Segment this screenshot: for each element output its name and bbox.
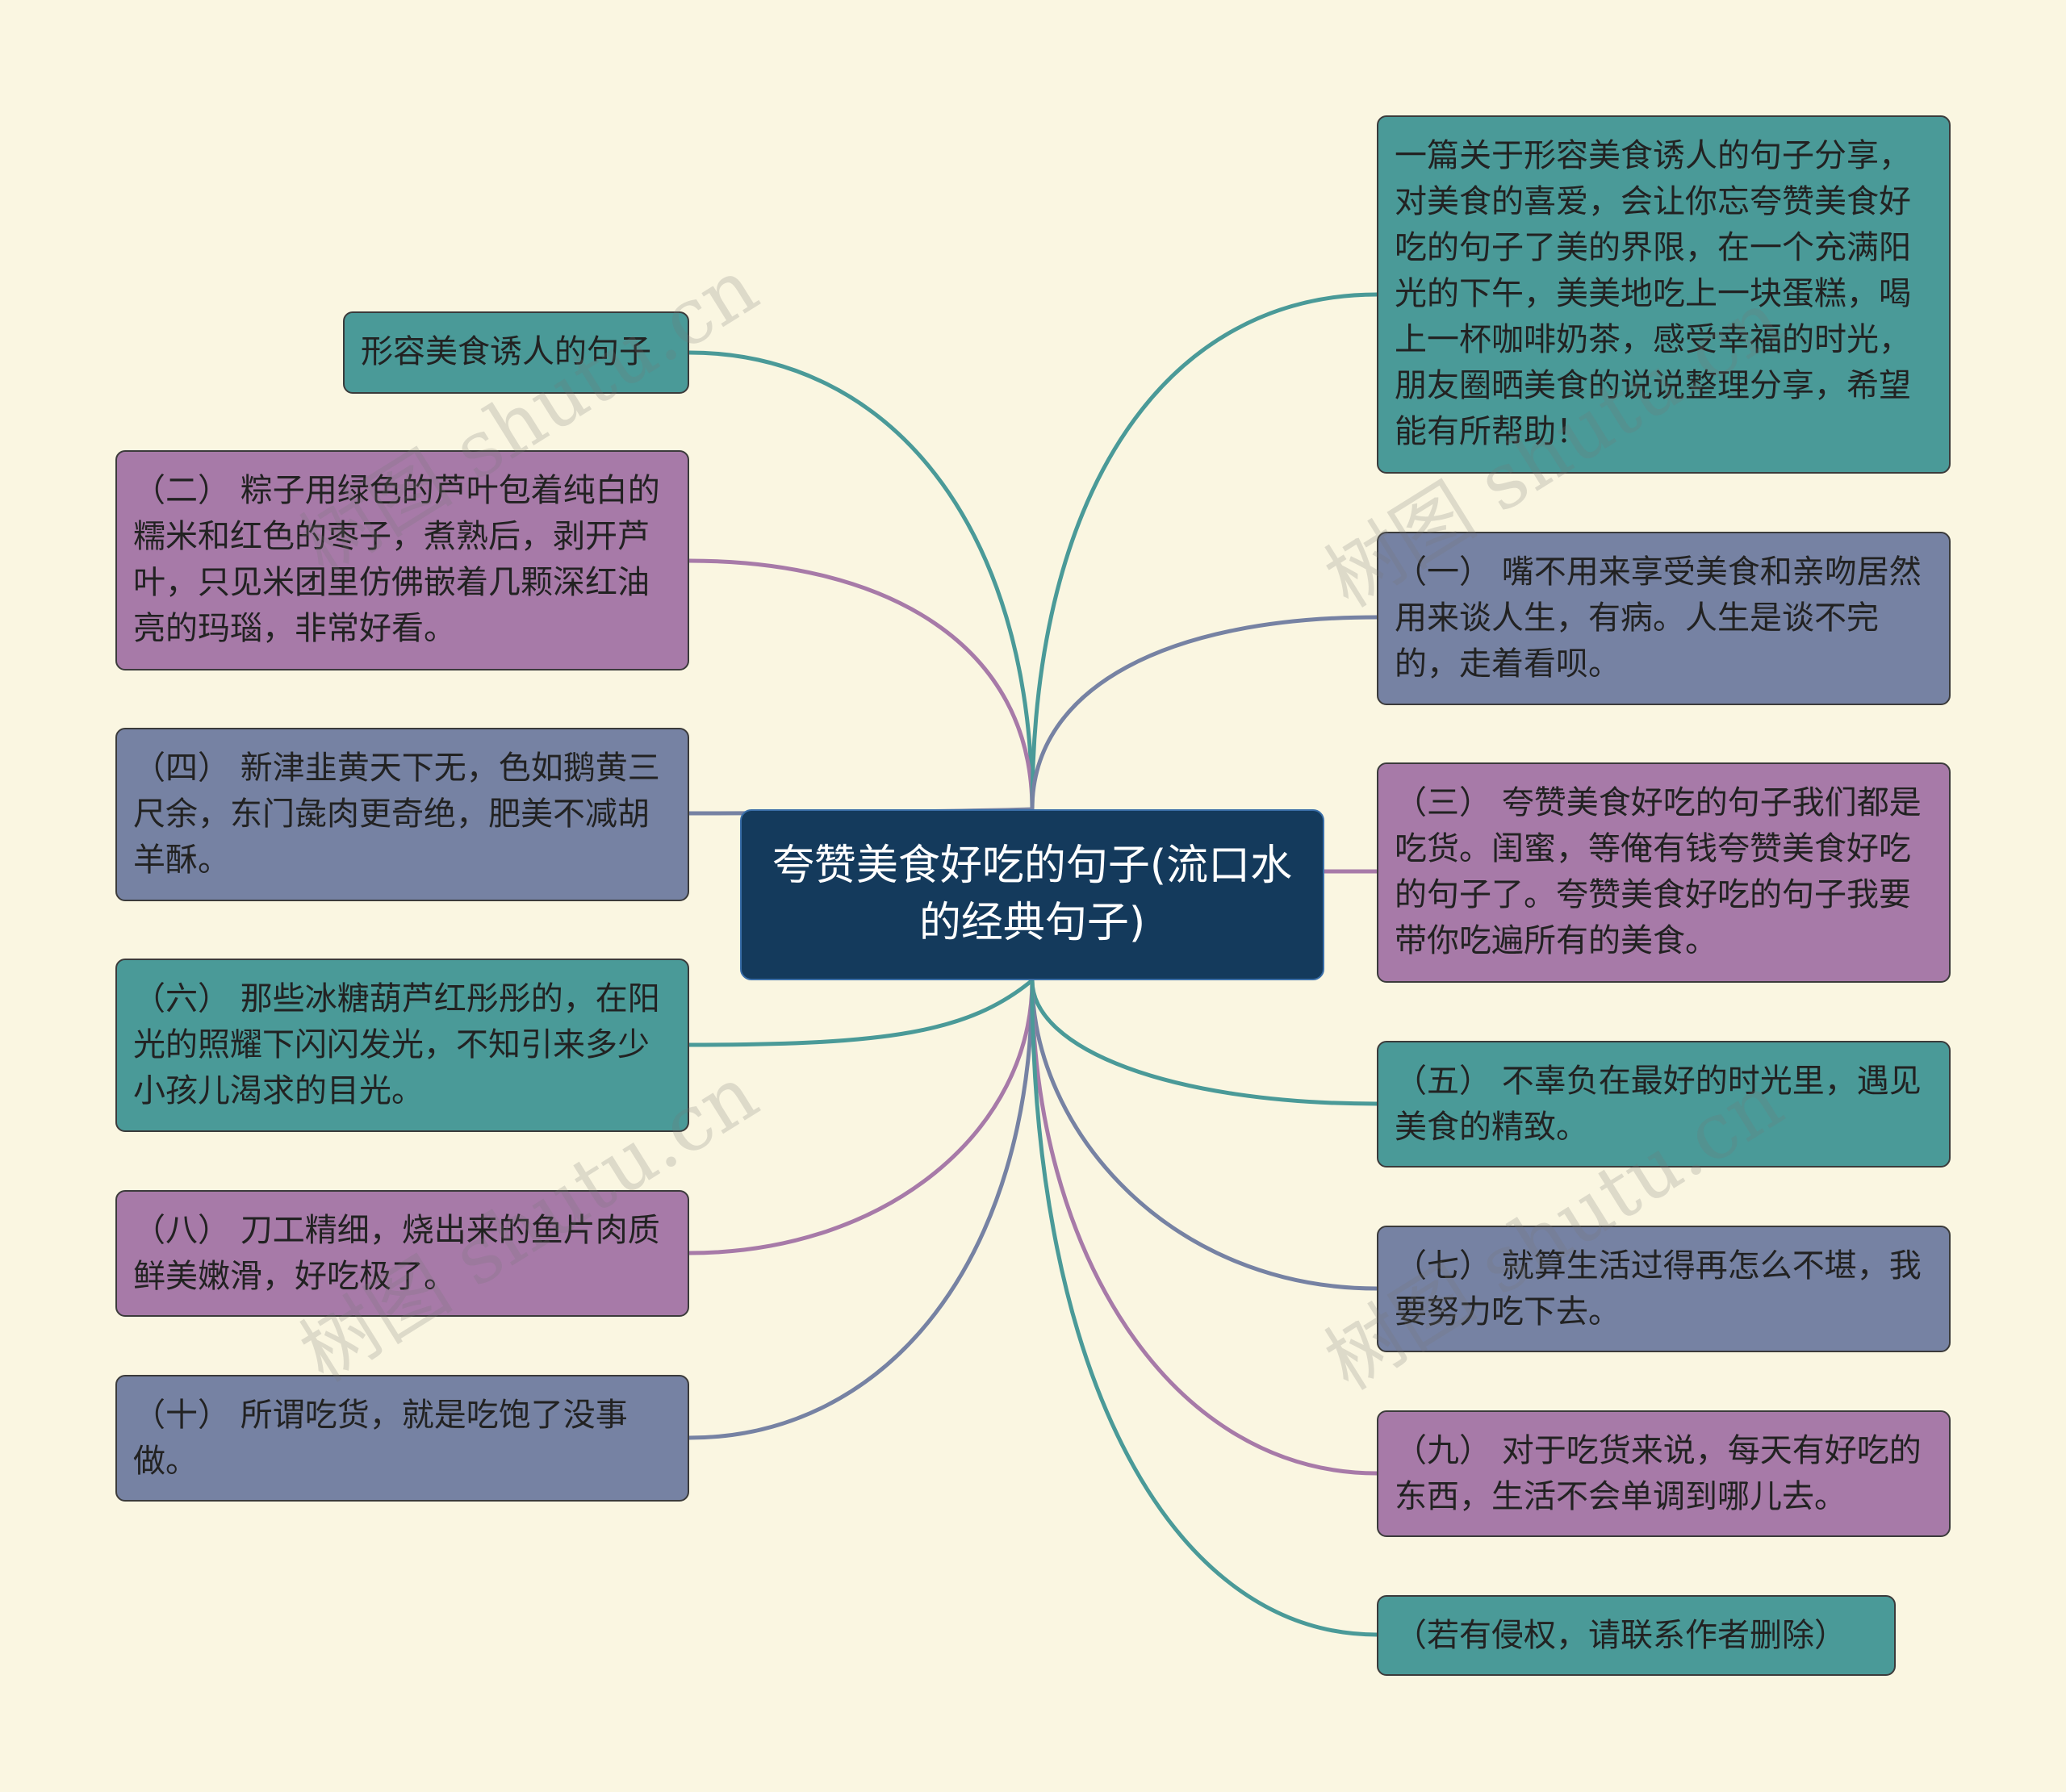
- right-node-5[interactable]: （九） 对于吃货来说，每天有好吃的东西，生活不会单调到哪儿去。: [1377, 1410, 1951, 1537]
- right-node-5-text: （九） 对于吃货来说，每天有好吃的东西，生活不会单调到哪儿去。: [1395, 1432, 1922, 1515]
- right-node-0[interactable]: 一篇关于形容美食诱人的句子分享，对美食的喜爱，会让你忘夸赞美食好吃的句子了美的界…: [1377, 115, 1951, 474]
- right-node-6[interactable]: （若有侵权，请联系作者删除）: [1377, 1595, 1896, 1676]
- left-node-0[interactable]: 形容美食诱人的句子: [343, 311, 689, 394]
- right-node-1[interactable]: （一） 嘴不用来享受美食和亲吻居然用来谈人生，有病。人生是谈不完的，走着看呗。: [1377, 532, 1951, 705]
- link-right-5: [1030, 978, 1379, 1476]
- link-right-4: [1030, 978, 1379, 1291]
- link-left-3: [687, 978, 1035, 1047]
- left-node-1-text: （二） 粽子用绿色的芦叶包着纯白的糯米和红色的枣子，煮熟后，剥开芦叶，只见米团里…: [133, 472, 660, 647]
- left-node-2-text: （四） 新津韭黄天下无，色如鹅黄三尺余，东门彘肉更奇绝，肥美不减胡羊酥。: [133, 750, 660, 879]
- right-node-0-text: 一篇关于形容美食诱人的句子分享，对美食的喜爱，会让你忘夸赞美食好吃的句子了美的界…: [1395, 137, 1911, 450]
- right-node-4[interactable]: （七） 就算生活过得再怎么不堪，我要努力吃下去。: [1377, 1226, 1951, 1352]
- right-node-6-text: （若有侵权，请联系作者删除）: [1395, 1617, 1846, 1654]
- right-node-1-text: （一） 嘴不用来享受美食和亲吻居然用来谈人生，有病。人生是谈不完的，走着看呗。: [1395, 553, 1922, 683]
- right-node-3-text: （五） 不辜负在最好的时光里，遇见美食的精致。: [1395, 1063, 1922, 1146]
- link-left-5: [687, 978, 1035, 1440]
- central-topic-title: 夸赞美食好吃的句子(流口水的经典句子): [772, 842, 1293, 947]
- left-node-2[interactable]: （四） 新津韭黄天下无，色如鹅黄三尺余，东门彘肉更奇绝，肥美不减胡羊酥。: [115, 728, 689, 901]
- left-node-3-text: （六） 那些冰糖葫芦红彤彤的，在阳光的照耀下闪闪发光，不知引来多少小孩儿渴求的目…: [133, 980, 660, 1109]
- left-node-5[interactable]: （十） 所谓吃货，就是吃饱了没事做。: [115, 1375, 689, 1502]
- right-node-4-text: （七） 就算生活过得再怎么不堪，我要努力吃下去。: [1395, 1247, 1922, 1330]
- link-right-0: [1030, 292, 1379, 812]
- left-node-5-text: （十） 所谓吃货，就是吃饱了没事做。: [133, 1397, 628, 1480]
- right-node-2[interactable]: （三） 夸赞美食好吃的句子我们都是吃货。闺蜜，等俺有钱夸赞美食好吃的句子了。夸赞…: [1377, 762, 1951, 983]
- left-node-4-text: （八） 刀工精细，烧出来的鱼片肉质鲜美嫩滑，好吃极了。: [133, 1212, 660, 1295]
- link-right-1: [1030, 615, 1379, 812]
- right-node-2-text: （三） 夸赞美食好吃的句子我们都是吃货。闺蜜，等俺有钱夸赞美食好吃的句子了。夸赞…: [1395, 784, 1922, 959]
- link-left-0: [687, 350, 1035, 812]
- left-node-1[interactable]: （二） 粽子用绿色的芦叶包着纯白的糯米和红色的枣子，煮熟后，剥开芦叶，只见米团里…: [115, 450, 689, 670]
- left-node-3[interactable]: （六） 那些冰糖葫芦红彤彤的，在阳光的照耀下闪闪发光，不知引来多少小孩儿渴求的目…: [115, 959, 689, 1132]
- central-topic[interactable]: 夸赞美食好吃的句子(流口水的经典句子): [740, 809, 1324, 980]
- left-node-0-text: 形容美食诱人的句子: [361, 333, 651, 370]
- link-left-4: [687, 978, 1035, 1255]
- link-right-6: [1030, 978, 1379, 1637]
- right-node-3[interactable]: （五） 不辜负在最好的时光里，遇见美食的精致。: [1377, 1041, 1951, 1168]
- link-left-1: [687, 558, 1035, 812]
- left-node-4[interactable]: （八） 刀工精细，烧出来的鱼片肉质鲜美嫩滑，好吃极了。: [115, 1190, 689, 1317]
- link-right-3: [1030, 978, 1379, 1106]
